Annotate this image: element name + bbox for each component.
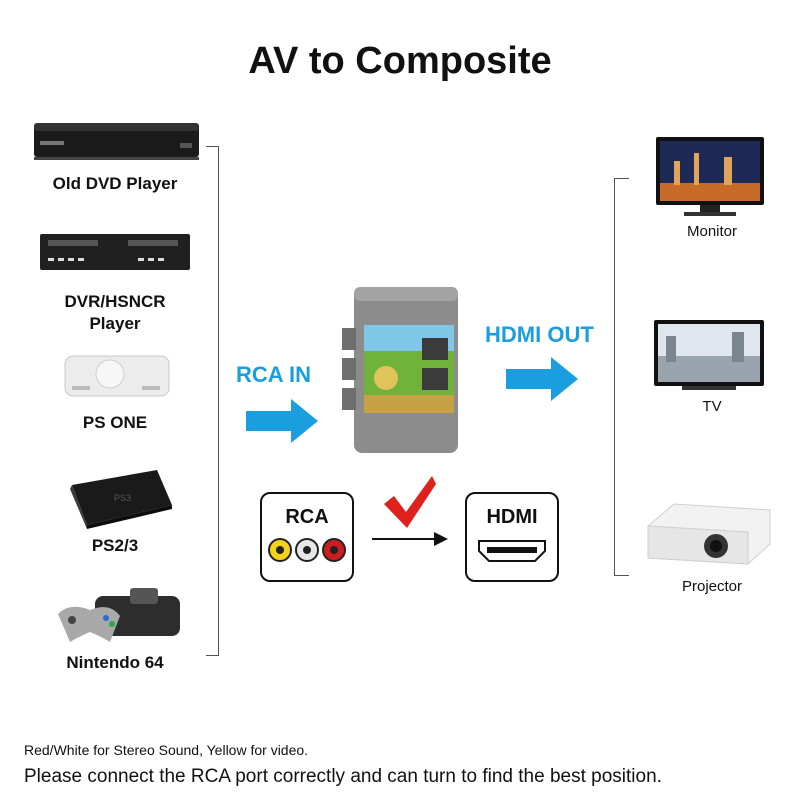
hdmi-port-icon — [478, 540, 546, 562]
dvr-vcr-player-icon — [40, 234, 190, 270]
hdmi-out-label: HDMI OUT — [485, 322, 594, 347]
rca-in-arrow-icon — [246, 399, 318, 443]
check-mark-icon — [384, 476, 436, 528]
outputs-bracket — [614, 178, 629, 576]
av-to-hdmi-converter-icon — [342, 287, 458, 453]
source-label-dvr: DVR/HSNCR Player — [64, 292, 166, 333]
dvd-player-icon — [34, 123, 199, 160]
hdmi-out-arrow-icon — [506, 357, 578, 401]
ps-one-console-icon — [64, 355, 170, 397]
source-label-ps3: PS2/3 — [91, 536, 139, 555]
source-label-ps-one: PS ONE — [82, 413, 148, 432]
rca-port-label: RCA — [285, 506, 329, 528]
hdmi-port-box: HDMI — [465, 492, 559, 582]
note-line-2: Please connect the RCA port correctly an… — [24, 766, 662, 787]
nintendo-64-console-icon — [58, 588, 180, 642]
projector-icon — [647, 503, 771, 565]
hdmi-port-label: HDMI — [486, 506, 538, 528]
note-line-1: Red/White for Stereo Sound, Yellow for v… — [24, 742, 309, 758]
sources-bracket — [206, 146, 219, 656]
output-label-projector: Projector — [681, 578, 743, 595]
ps3-console-icon: PS3 — [70, 470, 172, 529]
svg-text:PS3: PS3 — [114, 493, 131, 503]
output-label-monitor: Monitor — [686, 223, 738, 240]
connect-arrow-icon — [372, 532, 448, 546]
rca-in-label: RCA IN — [236, 362, 311, 387]
rca-port-box: RCA — [260, 492, 354, 582]
source-label-dvd: Old DVD Player — [52, 174, 178, 193]
rca-jacks-icon — [268, 538, 346, 562]
output-label-tv: TV — [702, 398, 722, 415]
monitor-icon — [656, 137, 764, 216]
tv-icon — [654, 320, 764, 390]
source-label-n64: Nintendo 64 — [66, 653, 164, 672]
page-title: AV to Composite — [248, 40, 552, 82]
